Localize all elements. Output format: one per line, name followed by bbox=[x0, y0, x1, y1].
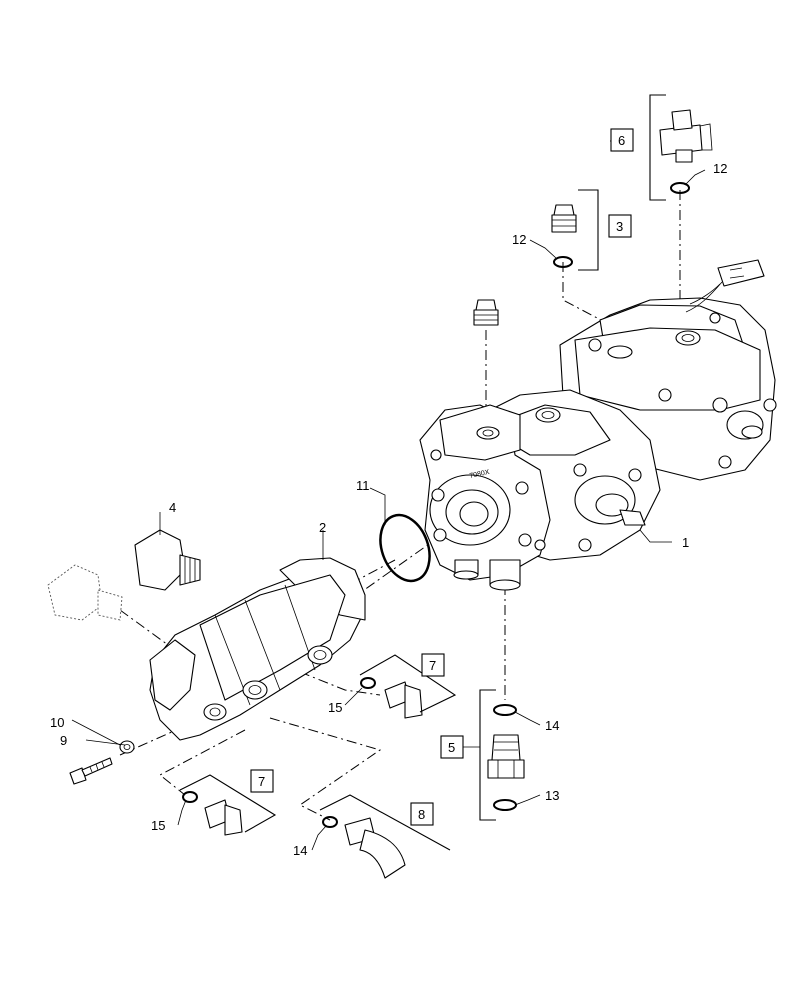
callout-15-upper: 15 bbox=[328, 700, 342, 715]
gear-pump-part-2 bbox=[149, 557, 366, 741]
callout-15-lower: 15 bbox=[151, 818, 165, 833]
callout-10: 10 bbox=[50, 715, 64, 730]
callout-6: 6 bbox=[618, 133, 625, 148]
callout-11: 11 bbox=[356, 478, 370, 493]
callouts: 1 2 4 9 10 11 12 12 13 14 14 15 15 6 3 5… bbox=[50, 128, 727, 858]
bolt-part-9 bbox=[69, 757, 113, 785]
callout-12-upper: 12 bbox=[713, 161, 727, 176]
callout-8: 8 bbox=[418, 807, 425, 822]
plug-ghost-outline bbox=[47, 564, 123, 621]
top-fitting bbox=[473, 299, 499, 326]
callout-12-lower: 12 bbox=[512, 232, 526, 247]
o-ring-part-11 bbox=[379, 513, 431, 583]
callout-9: 9 bbox=[60, 733, 67, 748]
elbow-part-7-lower bbox=[179, 774, 277, 836]
callout-5: 5 bbox=[448, 740, 455, 755]
elbow-part-8 bbox=[319, 794, 451, 879]
callout-1: 1 bbox=[682, 535, 689, 550]
svg-text:7080X: 7080X bbox=[469, 469, 491, 480]
pump-body-part-1: 7080X bbox=[419, 259, 777, 591]
callout-7-lower: 7 bbox=[258, 774, 265, 789]
plug-part-4 bbox=[134, 529, 201, 591]
fitting-part-3 bbox=[551, 189, 599, 271]
callout-3: 3 bbox=[616, 219, 623, 234]
callout-14-lower: 14 bbox=[293, 843, 307, 858]
tee-fitting-part-6 bbox=[649, 94, 713, 201]
callout-13: 13 bbox=[545, 788, 559, 803]
callout-2: 2 bbox=[319, 520, 326, 535]
callout-7-upper: 7 bbox=[429, 658, 436, 673]
callout-4: 4 bbox=[169, 500, 176, 515]
washer-part-10 bbox=[119, 740, 135, 754]
callout-14-right: 14 bbox=[545, 718, 559, 733]
adapter-part-5 bbox=[479, 689, 525, 821]
